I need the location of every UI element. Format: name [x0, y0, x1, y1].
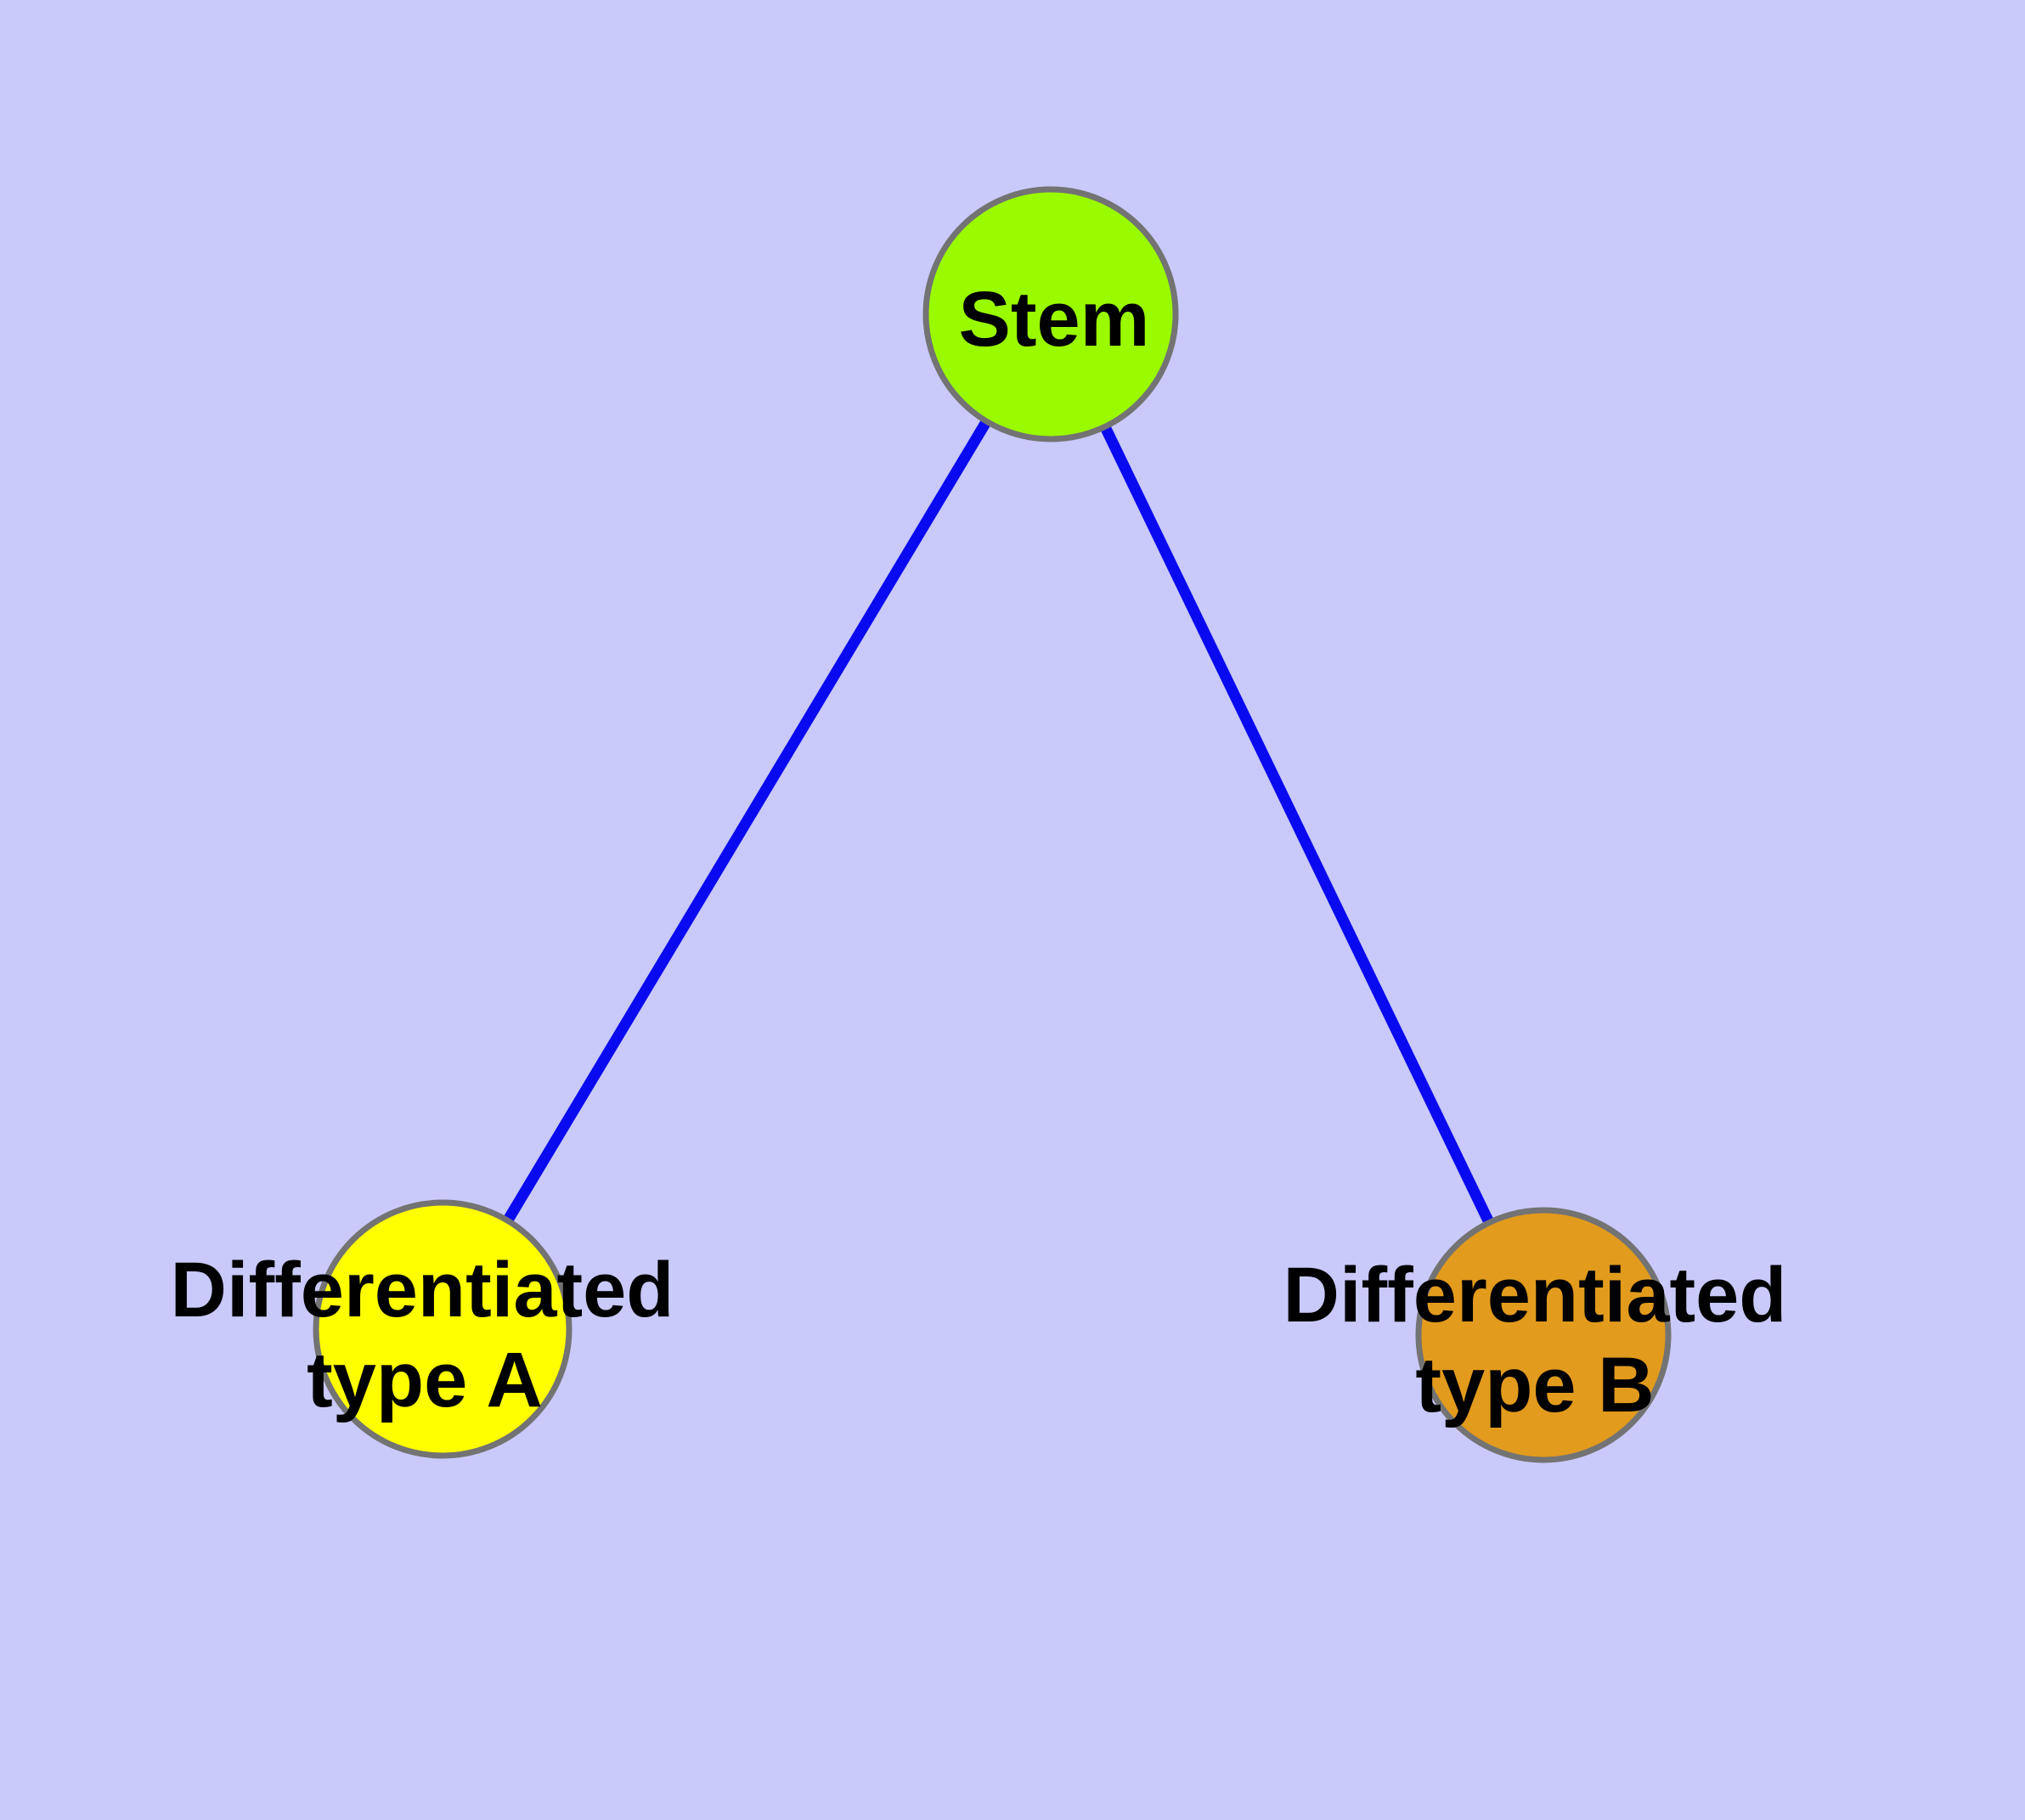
node-type-b	[1415, 1207, 1672, 1463]
node-type-a-label-line2: type A	[307, 1337, 543, 1423]
node-type-a	[313, 1199, 573, 1459]
node-type-b-label-line1: Differentiated	[1283, 1252, 1787, 1338]
node-stem-label: Stem	[959, 276, 1150, 363]
node-type-a-label-line1: Differentiated	[171, 1247, 674, 1333]
edge-stem-to-type-a	[437, 311, 1056, 1333]
node-stem	[922, 186, 1179, 442]
node-type-b-label-line2: type B	[1415, 1342, 1654, 1428]
edge-stem-to-type-b	[1046, 312, 1548, 1338]
